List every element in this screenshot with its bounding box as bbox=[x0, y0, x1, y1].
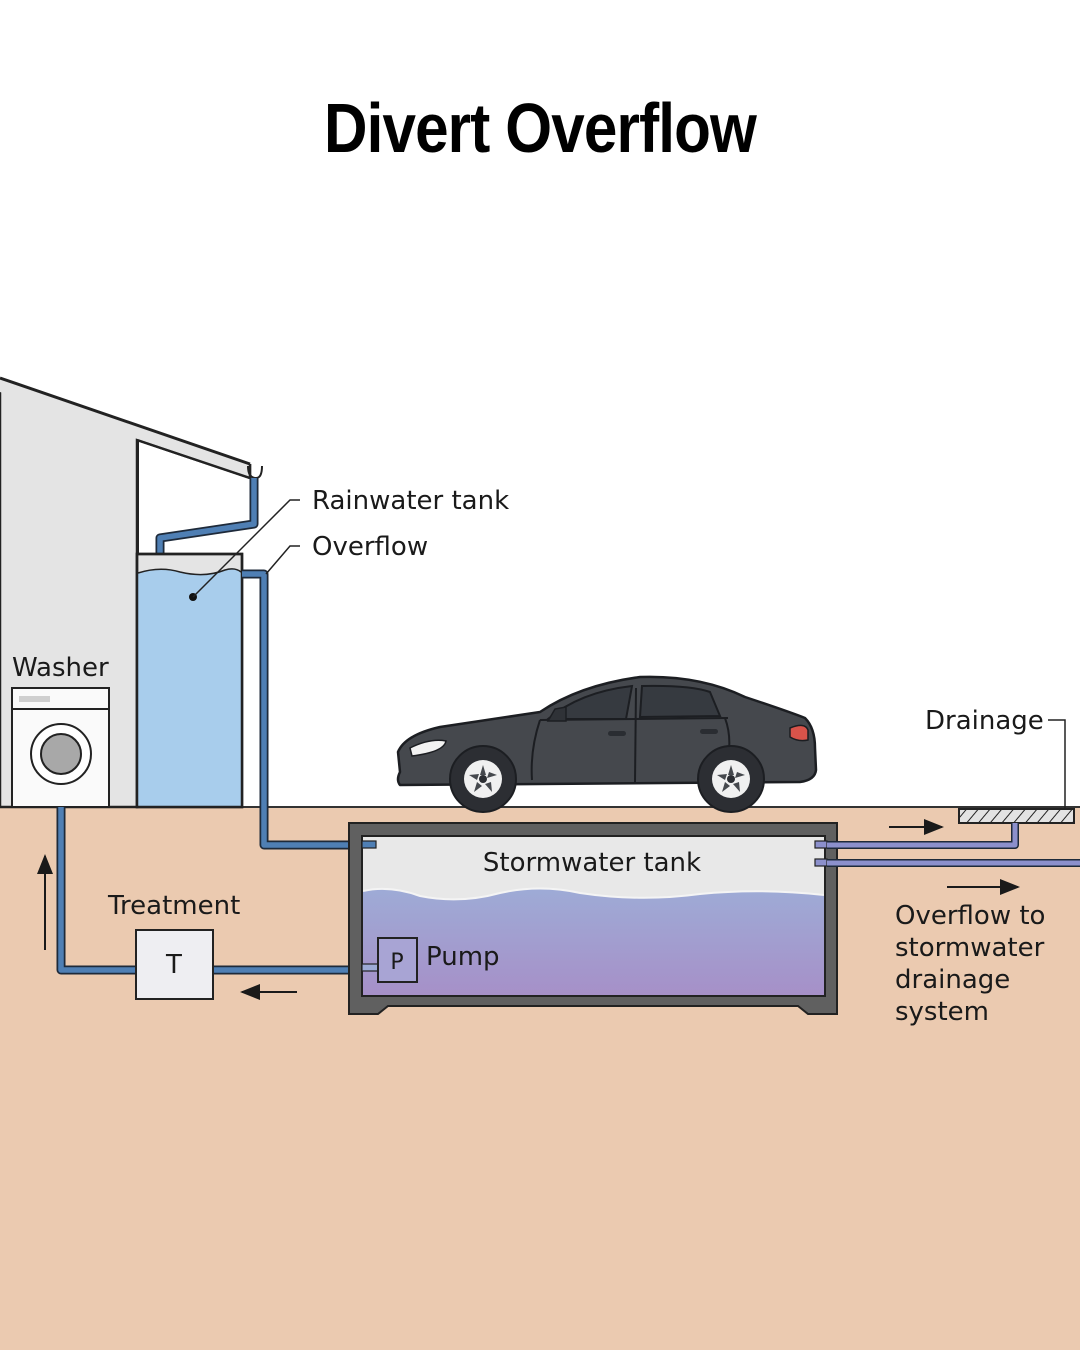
wheel bbox=[449, 745, 517, 813]
treatment-unit: T bbox=[135, 929, 214, 1000]
rainwater-tank-label: Rainwater tank bbox=[312, 486, 509, 516]
pump-box-label: P bbox=[390, 950, 403, 975]
treatment-label: Treatment bbox=[107, 891, 240, 921]
pump-label: Pump bbox=[426, 942, 500, 972]
drainage-label: Drainage bbox=[925, 706, 1044, 736]
overflow-to-stormwater-label: Overflow to bbox=[895, 901, 1045, 931]
overflow-to-stormwater-label: drainage bbox=[895, 965, 1010, 995]
drainage-pipe bbox=[827, 823, 1019, 849]
car-icon bbox=[396, 675, 818, 813]
overflow-label: Overflow bbox=[312, 532, 428, 562]
overflow-to-stormwater-label: system bbox=[895, 997, 989, 1027]
pump-unit: P bbox=[377, 937, 418, 983]
washing-machine-icon bbox=[11, 687, 110, 808]
rainwater-tank bbox=[135, 552, 244, 809]
downpipe bbox=[155, 465, 263, 556]
stormwater-tank bbox=[348, 822, 838, 1015]
washer-label: Washer bbox=[12, 653, 109, 683]
treatment-box-label: T bbox=[165, 950, 182, 980]
drainage-grate bbox=[958, 808, 1075, 824]
wheel bbox=[697, 745, 765, 813]
overflow-pipe bbox=[242, 569, 376, 850]
rainwater-tank-leader bbox=[192, 499, 300, 598]
overflow-leader bbox=[265, 545, 300, 575]
return-pipe bbox=[56, 807, 370, 975]
overflow-to-stormwater-label: stormwater bbox=[895, 933, 1045, 963]
drainage-leader bbox=[1048, 719, 1066, 808]
stormwater-tank-label: Stormwater tank bbox=[483, 848, 701, 878]
page-title: Divert Overflow bbox=[323, 89, 757, 167]
